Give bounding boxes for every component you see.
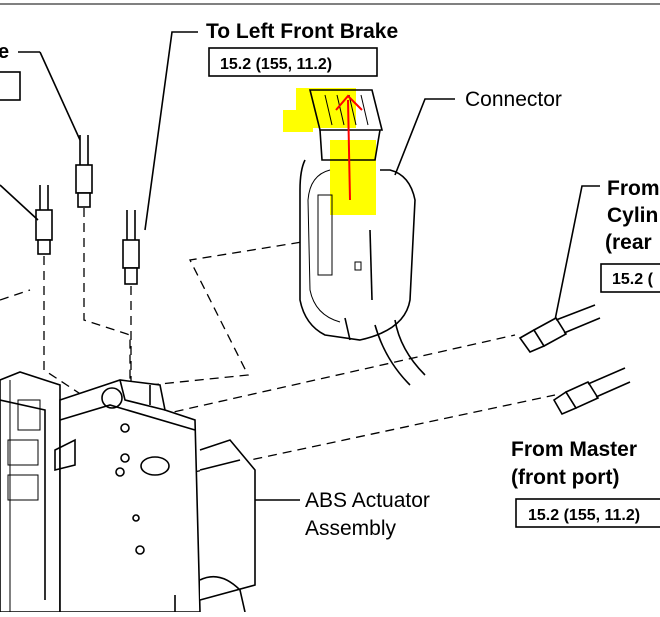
from-cylinder-leader — [554, 185, 600, 321]
top-left-leader-2 — [39, 51, 81, 141]
from-cylinder-torque: 15.2 ( — [612, 271, 654, 288]
red-arrow-line — [347, 99, 351, 201]
connector — [283, 88, 426, 386]
from-cylinder-torque-box — [600, 263, 660, 293]
dash-rear-port — [159, 334, 516, 416]
brake-line-fitting-1 — [35, 185, 53, 255]
rear-port-fitting — [518, 304, 601, 353]
top-left-torque-box — [0, 71, 21, 101]
abs-label-1: ABS Actuator — [305, 489, 430, 512]
left-front-leader — [144, 31, 198, 231]
connector-highlight-body — [330, 140, 376, 215]
dash-left-edge — [0, 289, 31, 301]
abs-label-2: Assembly — [305, 517, 397, 540]
dash-connector — [149, 241, 303, 386]
left-front-torque: 15.2 (155, 11.2) — [220, 56, 332, 73]
dash-fitting-1 — [43, 256, 121, 421]
left-leader-line — [0, 184, 39, 221]
from-cylinder-label-3: (rear — [605, 231, 652, 254]
from-cylinder-label-1: From — [607, 177, 660, 200]
brake-line-fitting-3 — [122, 210, 140, 285]
from-cylinder-label-2: Cylin — [607, 204, 658, 227]
abs-actuator — [0, 371, 256, 613]
left-front-torque-box — [208, 47, 378, 77]
brake-line-fitting-2 — [75, 135, 93, 208]
red-arrow-head — [335, 94, 363, 111]
from-master-torque-box — [515, 498, 660, 528]
connector-label: Connector — [465, 88, 562, 111]
top-left-label: e — [0, 41, 9, 63]
connector-highlight-top — [296, 88, 356, 128]
from-master-torque: 15.2 (155, 11.2) — [528, 507, 640, 524]
from-master-label-2: (front port) — [511, 466, 619, 489]
connector-leader — [394, 98, 455, 176]
left-front-brake-label: To Left Front Brake — [206, 20, 398, 43]
from-master-label-1: From Master — [511, 438, 637, 461]
front-port-fitting — [552, 367, 631, 416]
